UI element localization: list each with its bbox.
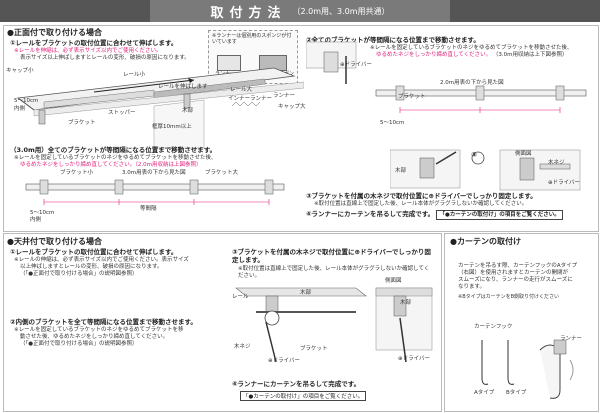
wall-step2-note2: ゆるめたネジをしっかり締め直してください。 （3.0m用収納は上下図参照） [376,52,568,59]
curtain-title: ●カーテンの取付け [450,237,521,246]
wall-3m-label: （3.0m用）全てのブラケットが等間隔になる位置まで移動させます。 [10,146,217,154]
curtain-lbl-hook: カーテンフック [474,324,513,330]
ceiling-step3-label: ③ブラケットを付属の木ネジで取付位置に⊕ドライバーでしっかり固定します。 [232,248,431,264]
ceiling-lbl-screw: 木ネジ [234,344,251,350]
wall-lbl-bracket: ブラケット [68,120,96,126]
wall-step2-note2-text: ゆるめたネジをしっかり締め直してください。 [376,52,492,58]
wall-3m-inner: 内側 [30,217,42,223]
wall-3m-note1: ※レールを固定しているブラケットのネジをゆるめてブラケットを移動させた後、 [14,155,217,161]
curtain-diagram [481,339,574,399]
wall-lbl-fix: 框厚10mm以上 [152,124,192,130]
ceiling-title: ●天井付で取り付ける場合 [7,237,102,246]
curtain-panel [444,233,599,412]
wall-step2-diagram [306,41,587,113]
ceiling-step1-label: ①レールをブラケットの取付位置に合わせて伸ばします。 [10,248,178,256]
wall-mount-title: ●正面付で取り付ける場合 [7,28,102,37]
wall-step2-note1: ※レールを固定しているブラケットのネジをゆるめてブラケットを移動させた後、 [370,45,573,51]
ceiling-lbl-wood: 木部 [300,290,312,296]
ceiling-step3-note: ※取付位置は直線上で固定した後、レール本体がグラグラしないか確認してください。 [238,266,430,279]
ceiling-step1-note1: ※レールの伸縮は、必ず表示サイズ以内でご使用ください。表示サイズ [14,257,189,264]
curtain-text2: （右図）を使用されますとカーテンの開閉が [458,270,569,276]
runner-icon [217,55,241,71]
wall-mount-panel [3,25,599,232]
wall-step1-note1: ※レールを伸縮は、必ず表示サイズ以内でご使用ください。 [14,48,161,55]
wall-lbl-stopper: ストッパー [108,110,136,116]
wall-lbl-rail-large: レール大 [230,87,253,93]
curtain-lbl-runner: ランナー [560,336,583,342]
wall-lbl-wood: 木部 [182,108,194,114]
wall-step2-label: ②全てのブラケットが等間隔になる位置まで移動させます。 [306,36,480,44]
wall-3m-equal: 等間隔 [140,206,157,212]
curtain-text1: カーテンを吊るす際、カーテンフックのAタイプ [458,263,578,269]
page-title: 取付方法 [210,5,287,21]
wall-step1-note1-text: ※レールを伸縮は、必ず表示サイズ以内でご使用ください。 [14,48,162,54]
wall-lbl-cap-small: キャップ小 [6,68,34,74]
wall-step3-num: ③ [471,151,477,159]
ceiling-step2-label: ②内側のブラケットを全て等間隔になる位置まで移動させます。 [10,318,197,326]
curtain-text5: ※BタイプはカーテンをB側取り付けください [458,294,560,300]
header: 取付方法 （2.0m用、3.0m用共通） [0,0,600,22]
wall-lbl-rail-small: レール小 [123,72,146,78]
wall-lbl-extend: レールを伸ばします [158,84,208,90]
curtain-lbl-a: Aタイプ [474,390,495,396]
wall-step3-note: ※取付位置は直線上で固定した後、レール本体がグラグラしないか確認してください。 [314,201,528,207]
wall-3m-note2-text: ゆるめたネジをしっかり締め直してください。（2.0m用収納は上図参照） [20,162,202,168]
ceiling-step2-note1: ※レールを固定しているブラケットのネジをゆるめてブラケットを移 [14,327,184,333]
ceiling-lbl-wood2: 木部 [400,300,412,306]
wall-step2-bracket: ブラケット [398,94,426,100]
wall-3m-diagram [25,179,285,205]
ceiling-lbl-driver: ⊕ドライバー [268,358,300,364]
ceiling-step4-label: ④ランナーにカーテンを吊るして完成です。 [232,380,361,388]
wall-step2-note3: （3.0m用収納は上下図参照） [492,52,568,58]
wall-step1-label: ①レールをブラケットの取付位置に合わせて伸ばします。 [10,39,178,47]
ceiling-step1-note2: 以上伸ばしますとレールの変形、破損の原因になります。 [20,264,163,270]
ceiling-lbl-rail: レール [232,294,249,300]
wall-step3-wood: 木部 [395,168,407,174]
wall-step1-diagram [16,67,304,149]
wall-step3-diagram [390,149,581,191]
ceiling-step1-note1-text: ※レールの伸縮は、必ず表示サイズ以内でご使用ください。表示サイズ [14,257,189,263]
ceiling-step3-diagram [235,287,433,363]
wall-step2-driver: ⊕ドライバー [340,62,372,68]
ceiling-step2-ref: （「●正面付で取り付ける場合」の説明図参照） [20,341,138,347]
wall-3m-bracket-large: ブラケット大 [205,170,239,176]
runner-note-text: ※ランナーは個別用のスポンジが付いています [212,33,292,45]
wall-lbl-gap: 5〜10cm [14,98,39,104]
ceiling-step2-note2-text: 動させた後、ゆるめたネジをしっかり締め直してください。 [20,334,169,340]
wall-lbl-inner: 内側 [14,106,26,112]
wall-lbl-cap-large: キャップ大 [278,104,306,110]
curtain-lbl-b: Bタイプ [506,390,527,396]
wall-step4-label-text: ④ランナーにカーテンを吊るして完成です。 [306,210,435,218]
header-title-box: 取付方法 （2.0m用、3.0m用共通） [150,0,450,22]
wall-lbl-inner-runner: インナーランナー [228,96,273,102]
ceiling-step1-ref: （「●正面付で取り付ける場合」の説明図参照） [20,271,138,277]
wall-step2-mid: 2.0m用表の下から見た図 [440,80,504,86]
ceiling-panel [3,233,442,412]
ceiling-lbl-bracket: ブラケット [300,346,328,352]
wall-step3-side: 側面図 [515,151,532,157]
wall-step2-gap: 5〜10cm [380,120,405,126]
wall-step3-screw: 木ネジ [548,160,565,166]
wall-step3-label: ③ブラケットを付属の木ネジで取付位置に⊕ドライバーでしっかり固定します。 [306,192,537,200]
wall-lbl-runner: ランナー [273,93,296,99]
ceiling-lbl-driver2: ⊕ドライバー [398,356,430,362]
page-subtitle: （2.0m用、3.0m用共通） [292,6,390,16]
curtain-text4: なります。 [458,284,485,290]
wall-3m-gap: 5〜10cm [30,210,55,216]
wall-step4-ref: 「●カーテンの取付け」の項目をご覧ください。 [436,210,563,220]
ceiling-step2-note2: 動させた後、ゆるめたネジをしっかり締め直してください。 [20,334,168,341]
curtain-text3: スムーズになり、ランナーの走行がスムーズに [458,277,573,283]
wall-step4-label: ④ランナーにカーテンを吊るして完成です。 「●カーテンの取付け」の項目をご覧くだ… [306,210,563,220]
ceiling-step4-ref: 「●カーテンの取付け」の項目をご覧ください。 [240,391,367,401]
wall-3m-title: 3.0m用表の下から見た図 [122,170,186,176]
wall-step3-driver: ⊕ドライバー [548,180,580,186]
wall-step1-note2: 表示サイズ以上伸ばしますとレールの変形、破損の原因になります。 [20,55,190,61]
ceiling-lbl-side: 側面図 [385,278,402,284]
wall-3m-note2: ゆるめたネジをしっかり締め直してください。（2.0m用収納は上図参照） [20,162,202,169]
wall-3m-bracket-small: ブラケット小 [60,170,94,176]
